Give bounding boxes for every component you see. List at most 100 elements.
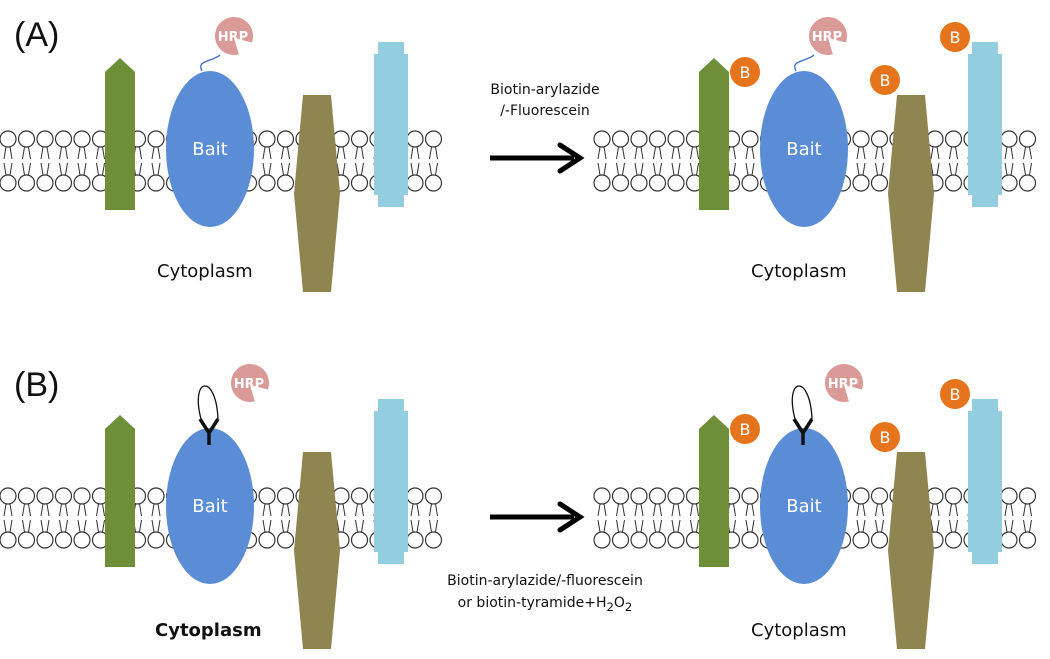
lipid-head bbox=[54, 487, 73, 505]
hrp-linker bbox=[200, 54, 221, 72]
lipid-head bbox=[852, 130, 870, 148]
lipid-head bbox=[611, 487, 630, 505]
lipid-head bbox=[276, 130, 295, 148]
lipid-tail bbox=[597, 519, 607, 533]
lipid-head bbox=[870, 531, 889, 549]
lipid-head bbox=[1018, 174, 1037, 192]
cyan-membrane-protein bbox=[968, 42, 1002, 207]
olive-membrane-protein bbox=[888, 95, 934, 292]
lipid-tail bbox=[59, 503, 68, 517]
lipid-tail bbox=[77, 146, 87, 160]
lipid-head bbox=[424, 130, 443, 148]
lipid-head bbox=[741, 487, 759, 505]
hrp-label: HRP bbox=[828, 377, 858, 392]
lipid-head bbox=[36, 487, 54, 505]
lipid-head bbox=[424, 174, 443, 192]
lipid-tail bbox=[96, 503, 105, 517]
lipid-head bbox=[36, 130, 54, 148]
lipid-tail bbox=[634, 146, 644, 160]
lipid-tail bbox=[856, 503, 866, 517]
lipid-tail bbox=[930, 162, 940, 176]
cyan-membrane-protein bbox=[968, 399, 1002, 564]
lipid-tail bbox=[281, 162, 290, 176]
lipid-tail bbox=[949, 503, 958, 517]
lipid-head bbox=[1000, 487, 1018, 505]
lipid-tail bbox=[96, 162, 105, 176]
lipid-head bbox=[36, 174, 54, 192]
lipid-head bbox=[147, 531, 165, 549]
lipid-head bbox=[258, 531, 276, 549]
lipid-head bbox=[147, 174, 165, 192]
hrp-enzyme bbox=[825, 364, 863, 403]
lipid-head bbox=[17, 487, 36, 505]
lipid-tail bbox=[22, 519, 31, 533]
lipid-head bbox=[406, 487, 424, 505]
lipid-tail bbox=[59, 162, 68, 176]
lipid-tail bbox=[616, 503, 625, 517]
lipid-head bbox=[424, 531, 443, 549]
lipid-tail bbox=[151, 519, 161, 533]
lipid-head bbox=[36, 531, 54, 549]
lipid-head bbox=[350, 487, 369, 505]
lipid-tail bbox=[1023, 146, 1032, 160]
lipid-head bbox=[406, 130, 424, 148]
lipid-tail bbox=[3, 146, 13, 160]
lipid-tail bbox=[40, 519, 50, 533]
lipid-tail bbox=[22, 162, 31, 176]
lipid-tail bbox=[281, 519, 290, 533]
lipid-tail bbox=[151, 503, 161, 517]
lipid-tail bbox=[597, 146, 607, 160]
lipid-head bbox=[741, 174, 759, 192]
lipid-tail bbox=[3, 162, 13, 176]
lipid-tail bbox=[59, 519, 68, 533]
lipid-tail bbox=[96, 146, 105, 160]
lipid-tail bbox=[949, 519, 958, 533]
lipid-head bbox=[424, 487, 443, 505]
lipid-head bbox=[648, 531, 667, 549]
lipid-head bbox=[852, 174, 870, 192]
bait-protein bbox=[166, 428, 254, 584]
panel-a-reagent-line-2: /-Fluorescein bbox=[500, 103, 590, 119]
lipid-head bbox=[73, 531, 91, 549]
biotin-label: B bbox=[740, 420, 751, 439]
hrp-label: HRP bbox=[234, 377, 264, 392]
panel-a-cytoplasm-left: Cytoplasm bbox=[157, 261, 253, 282]
lipid-head bbox=[611, 531, 630, 549]
reagent-text: or biotin-tyramide+H bbox=[457, 595, 607, 611]
lipid-tail bbox=[262, 162, 272, 176]
lipid-head bbox=[630, 531, 648, 549]
lipid-head bbox=[630, 130, 648, 148]
lipid-tail bbox=[856, 519, 866, 533]
lipid-head bbox=[944, 487, 963, 505]
lipid-tail bbox=[336, 146, 346, 160]
green-membrane-protein bbox=[105, 415, 135, 567]
lipid-tail bbox=[875, 519, 884, 533]
lipid-tail bbox=[634, 162, 644, 176]
lipid-head bbox=[741, 130, 759, 148]
lipid-tail bbox=[634, 519, 644, 533]
panel-b-cytoplasm-left: Cytoplasm bbox=[155, 620, 262, 641]
lipid-head bbox=[73, 487, 91, 505]
lipid-tail bbox=[355, 503, 364, 517]
lipid-head bbox=[1018, 130, 1037, 148]
lipid-head bbox=[944, 130, 963, 148]
lipid-tail bbox=[690, 146, 699, 160]
biotin-label: B bbox=[880, 428, 891, 447]
lipid-head bbox=[276, 531, 295, 549]
lipid-head bbox=[593, 174, 611, 192]
lipid-head bbox=[17, 531, 36, 549]
reaction-arrowhead bbox=[557, 142, 585, 174]
hrp-label: HRP bbox=[218, 30, 248, 45]
lipid-head bbox=[870, 130, 889, 148]
lipid-tail bbox=[949, 162, 958, 176]
lipid-tail bbox=[653, 519, 662, 533]
lipid-tail bbox=[429, 519, 438, 533]
lipid-head bbox=[147, 130, 165, 148]
biotin-label: B bbox=[740, 63, 751, 82]
lipid-head bbox=[54, 174, 73, 192]
lipid-tail bbox=[671, 519, 681, 533]
lipid-head bbox=[276, 174, 295, 192]
lipid-tail bbox=[410, 146, 420, 160]
